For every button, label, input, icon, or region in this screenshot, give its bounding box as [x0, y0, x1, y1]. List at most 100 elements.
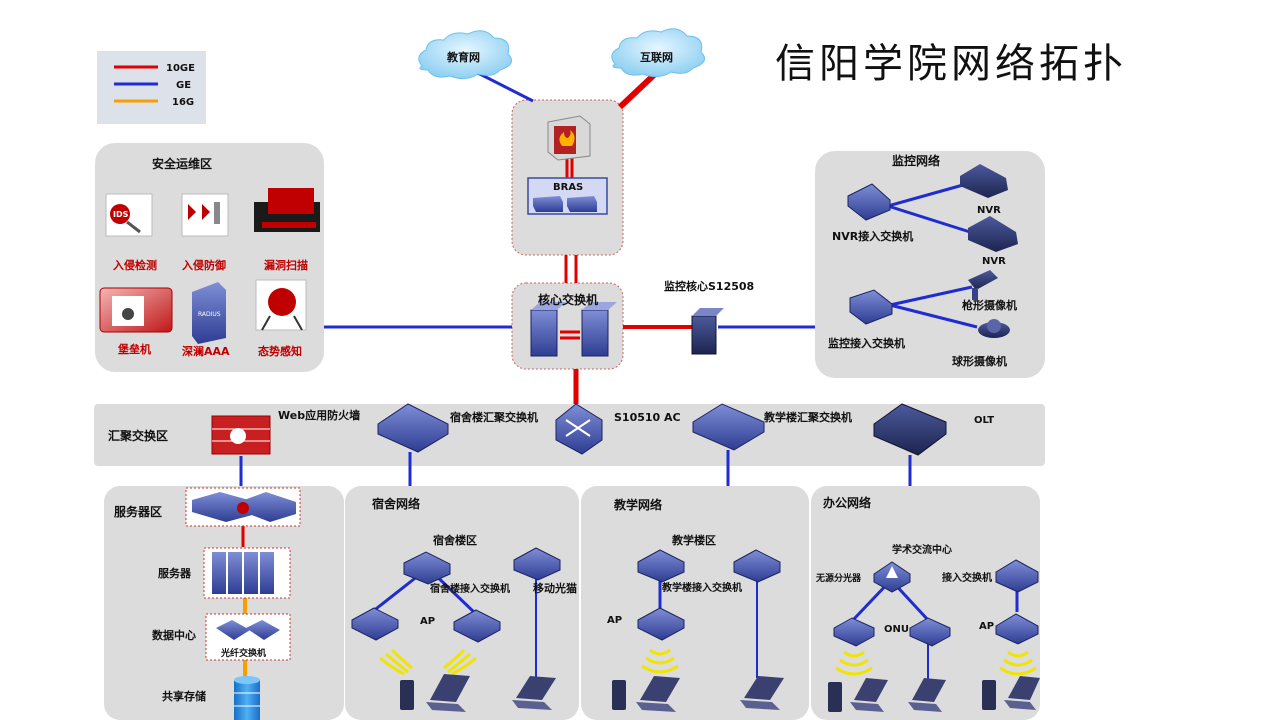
ids-icon-text: IDS: [113, 210, 129, 219]
switch-icon: [403, 551, 451, 585]
servers-label: 服务器: [158, 566, 192, 580]
office-ap-label: AP: [979, 621, 994, 632]
switch-icon: [849, 289, 893, 325]
switch-icon: [847, 183, 891, 221]
onu-label: ONU: [884, 624, 909, 635]
teach-access-label: 教学楼接入交换机: [661, 581, 742, 594]
tablet-icon: [612, 680, 626, 710]
teach-zone: [581, 486, 809, 720]
nvr-icon: [960, 164, 1008, 198]
teach-zone-title: 教学网络: [613, 497, 662, 512]
switch-icon: [192, 492, 296, 522]
waf-label: Web应用防火墙: [278, 408, 360, 422]
aggregation-zone-title: 汇聚交换区: [108, 428, 168, 443]
nvr-switch-label: NVR接入交换机: [832, 229, 913, 243]
bullet-camera-label: 枪形摄像机: [962, 298, 1017, 312]
monitor-core-label: 监控核心S12508: [664, 279, 754, 293]
switch-icon: [216, 620, 280, 640]
security-zone-title: 安全运维区: [152, 156, 212, 171]
aaa-server-icon: RADIUS: [192, 282, 226, 344]
office-center-label: 学术交流中心: [892, 543, 952, 556]
security-item-label: 入侵防御: [182, 258, 226, 272]
dorm-building-label: 宿舍楼区: [433, 533, 477, 547]
tablet-icon: [828, 680, 996, 712]
cloud-internet-label: 互联网: [640, 50, 673, 64]
laptop-icon: [426, 674, 556, 712]
fiber-switch-label: 光纤交换机: [220, 647, 266, 659]
wifi-signal-icon: [835, 650, 1037, 676]
teach-agg-label: 教学楼汇聚交换机: [763, 410, 852, 424]
olt-label: OLT: [974, 415, 994, 426]
situational-awareness-icon: [255, 279, 307, 331]
dorm-access-label: 宿舍楼接入交换机: [430, 582, 510, 595]
fiber-switch-group: [205, 613, 291, 661]
mobile-modem-label: 移动光猫: [533, 581, 577, 595]
wifi-signal-icon: [379, 648, 477, 676]
dorm-ap-label: AP: [420, 616, 435, 627]
wifi-signal-icon: [641, 648, 679, 674]
teach-building-label: 教学楼区: [671, 533, 716, 547]
legend: 10GE GE 16G: [97, 51, 206, 124]
legend-label-10ge: 10GE: [166, 63, 195, 74]
waf-icon: [211, 415, 271, 455]
switch-icon: [637, 549, 781, 583]
camera-icon: [968, 270, 998, 300]
core-switch-icon: [530, 302, 617, 357]
bras-label: BRAS: [553, 182, 583, 193]
router-icon: [555, 403, 603, 455]
security-item-label: 漏洞扫描: [264, 258, 308, 272]
storage-icon: [234, 676, 260, 720]
switch-icon: [513, 547, 561, 581]
switch-icon: [533, 196, 597, 212]
dorm-agg-label: 宿舍楼汇聚交换机: [450, 410, 538, 424]
ips-icon: [181, 193, 229, 237]
cloud-icon: 教育网: [418, 30, 513, 80]
teach-ap-label: AP: [607, 615, 622, 626]
datacenter-label: 数据中心: [152, 628, 196, 642]
bastion-host-icon: [99, 287, 173, 333]
monitor-zone-title: 监控网络: [892, 153, 940, 168]
dome-camera-label: 球形摄像机: [952, 354, 1007, 368]
security-item-label: 堡垒机: [118, 342, 151, 356]
switch-icon: [377, 403, 449, 453]
access-point-icon: [637, 607, 685, 641]
security-item-label: 深澜AAA: [182, 344, 230, 358]
security-item-label: 态势感知: [258, 344, 302, 358]
core-switch-label: 核心交换机: [538, 292, 598, 307]
monitor-core-switch-icon: [691, 308, 724, 355]
legend-label-16g: 16G: [172, 97, 194, 108]
dome-camera-icon: [978, 319, 1010, 338]
access-point-icon: [995, 613, 1039, 645]
vulnerability-scanner-icon: [254, 188, 320, 232]
switch-icon: [995, 559, 1039, 593]
office-access-label: 接入交换机: [942, 571, 992, 584]
laptop-icon: [636, 676, 784, 712]
tablet-icon: [400, 680, 414, 710]
ac-label: S10510 AC: [614, 411, 681, 424]
server-zone: [104, 486, 344, 720]
dorm-zone-title: 宿舍网络: [372, 496, 420, 511]
storage-label: 共享存储: [162, 689, 206, 703]
nvr-icon: [968, 216, 1018, 252]
nvr1-label: NVR: [977, 205, 1001, 216]
page-title: 信阳学院网络拓扑: [775, 41, 1127, 87]
olt-icon: [873, 403, 947, 456]
server-icon: [212, 552, 274, 594]
nvr2-label: NVR: [982, 256, 1006, 267]
server-zone-title: 服务器区: [114, 504, 162, 519]
legend-label-ge: GE: [176, 80, 191, 91]
firewall-icon: [547, 115, 591, 161]
ids-icon: IDS: [105, 193, 153, 237]
cloud-icon: 互联网: [611, 28, 706, 78]
onu-icon: [833, 617, 951, 647]
office-zone-title: 办公网络: [823, 495, 871, 510]
aaa-icon-text: RADIUS: [198, 311, 221, 318]
splitter-label: 无源分光器: [815, 572, 862, 584]
cloud-edu-label: 教育网: [446, 50, 480, 64]
access-point-icon: [351, 607, 501, 643]
switch-icon: [692, 403, 765, 451]
laptop-icon: [850, 676, 1040, 712]
monitor-access-switch-label: 监控接入交换机: [828, 336, 905, 350]
security-item-label: 入侵检测: [113, 258, 157, 272]
